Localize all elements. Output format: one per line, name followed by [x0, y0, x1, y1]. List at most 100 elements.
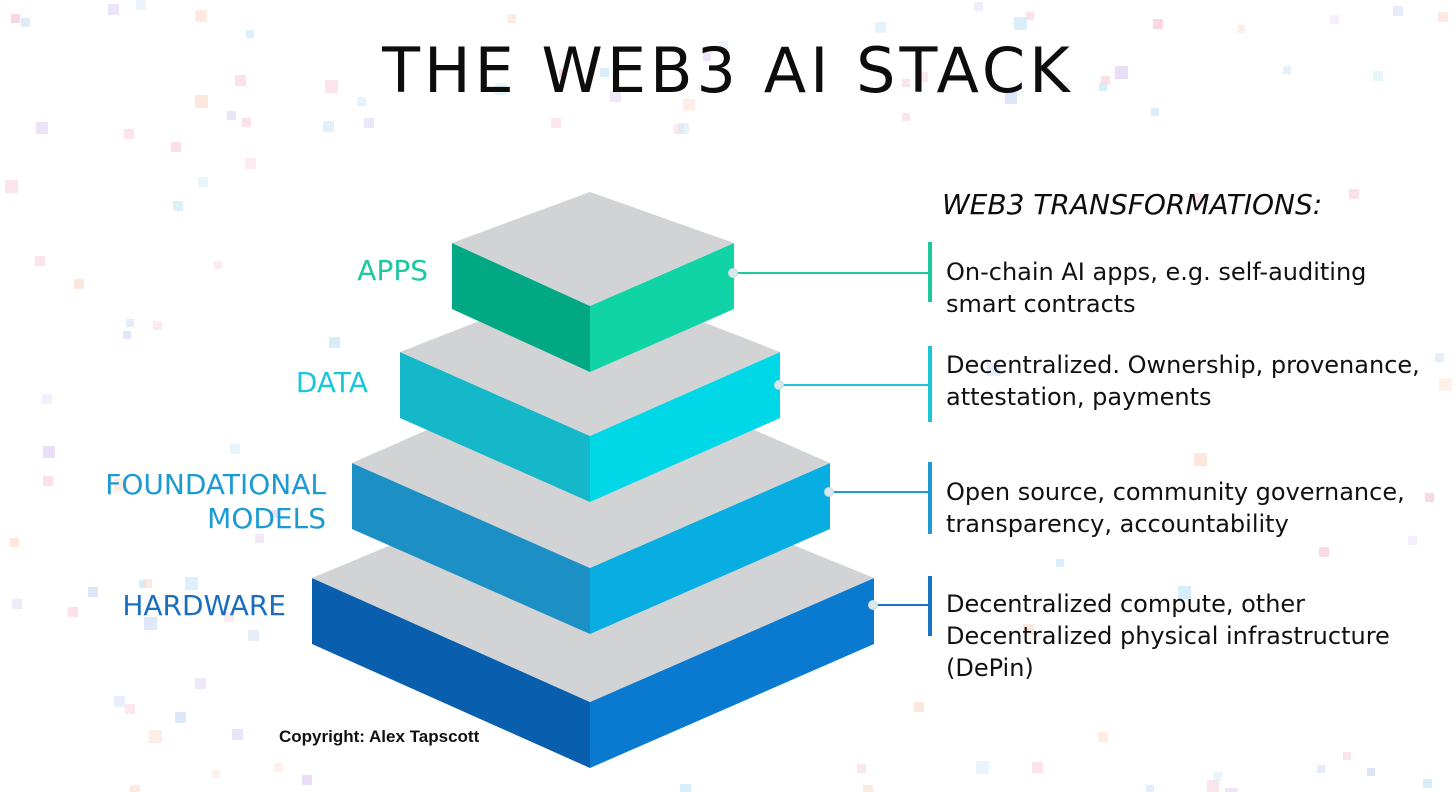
background-square: [74, 279, 84, 289]
background-square: [12, 599, 22, 609]
background-square: [68, 607, 78, 617]
background-square: [114, 696, 125, 707]
background-square: [198, 177, 208, 187]
background-square: [1194, 193, 1202, 201]
background-square: [1373, 71, 1383, 81]
background-square: [149, 730, 162, 743]
layer-label-foundational-models: FOUNDATIONAL MODELS: [105, 468, 326, 535]
background-square: [1207, 780, 1219, 792]
background-square: [21, 18, 30, 27]
background-square: [329, 337, 340, 348]
background-square: [173, 201, 183, 211]
background-square: [214, 261, 222, 269]
background-square: [11, 14, 20, 23]
transformation-hardware: Decentralized compute, other Decentraliz…: [946, 590, 1390, 682]
background-square: [1098, 732, 1108, 742]
background-square: [1014, 17, 1027, 30]
transformation-bar-apps: [928, 242, 932, 302]
background-square: [678, 123, 689, 134]
background-square: [274, 763, 283, 772]
background-square: [136, 0, 146, 10]
background-square: [1060, 82, 1070, 92]
background-square: [43, 446, 55, 458]
background-square: [703, 53, 711, 61]
layer-foundational-models-right-face: [590, 463, 830, 634]
transformations-header: WEB3 TRANSFORMATIONS:: [942, 188, 1323, 221]
background-square: [1283, 66, 1291, 74]
background-square: [1178, 586, 1191, 599]
background-square: [364, 118, 374, 128]
background-square: [1026, 12, 1034, 20]
layer-apps-left-face: [452, 243, 590, 372]
background-square: [212, 770, 220, 778]
background-square: [1151, 108, 1159, 116]
background-square: [242, 118, 251, 127]
background-square: [1023, 624, 1034, 635]
background-square: [875, 22, 886, 33]
background-square: [987, 363, 1000, 376]
transformation-apps: On-chain AI apps, e.g. self-auditing sma…: [946, 258, 1367, 318]
background-square: [1425, 493, 1434, 502]
connector-dot-hardware: [868, 600, 878, 610]
background-square: [1438, 12, 1448, 22]
background-square: [1435, 353, 1444, 362]
background-square: [680, 784, 691, 792]
background-square: [195, 678, 206, 689]
layer-apps-right-face: [590, 243, 734, 372]
connector-hardware: [874, 604, 928, 606]
background-square: [1146, 785, 1154, 792]
background-square: [1194, 453, 1207, 466]
background-square: [5, 180, 18, 193]
background-square: [1367, 768, 1375, 776]
background-square: [863, 785, 873, 792]
connector-foundational-models: [830, 491, 928, 493]
background-square: [1439, 378, 1452, 391]
background-square: [224, 612, 234, 622]
background-square: [114, 478, 127, 491]
background-square: [35, 256, 45, 266]
background-square: [43, 476, 53, 486]
background-square: [1153, 19, 1163, 29]
background-square: [126, 319, 134, 327]
background-square: [230, 444, 240, 454]
background-square: [1005, 92, 1017, 104]
background-square: [976, 761, 989, 774]
transformation-foundational-models: Open source, community governance, trans…: [946, 478, 1405, 538]
background-square: [1099, 83, 1107, 91]
background-square: [246, 30, 254, 38]
background-square: [255, 534, 264, 543]
background-square: [902, 79, 910, 87]
background-square: [143, 579, 152, 588]
background-square: [124, 129, 134, 139]
connector-data: [780, 384, 928, 386]
background-square: [175, 712, 186, 723]
background-square: [195, 95, 208, 108]
background-square: [1225, 788, 1238, 792]
background-square: [10, 538, 19, 547]
background-square: [144, 617, 157, 630]
layer-data-left-face: [400, 352, 590, 502]
background-square: [130, 785, 140, 792]
background-square: [507, 14, 516, 23]
connector-apps: [734, 272, 928, 274]
background-square: [323, 121, 334, 132]
background-square: [1056, 559, 1064, 567]
background-square: [559, 69, 567, 77]
background-square: [1393, 6, 1403, 16]
background-square: [918, 72, 928, 82]
background-square: [227, 111, 236, 120]
background-square: [1330, 15, 1339, 24]
background-square: [1408, 536, 1417, 545]
background-square: [600, 68, 609, 77]
background-square: [108, 4, 119, 15]
background-square: [195, 10, 207, 22]
layer-apps-top-face: [452, 192, 734, 306]
background-square: [857, 764, 866, 773]
background-square: [153, 321, 162, 330]
background-square: [302, 775, 312, 785]
background-square: [232, 729, 243, 740]
connector-dot-foundational-models: [824, 487, 834, 497]
background-square: [36, 122, 48, 134]
background-square: [551, 118, 561, 128]
